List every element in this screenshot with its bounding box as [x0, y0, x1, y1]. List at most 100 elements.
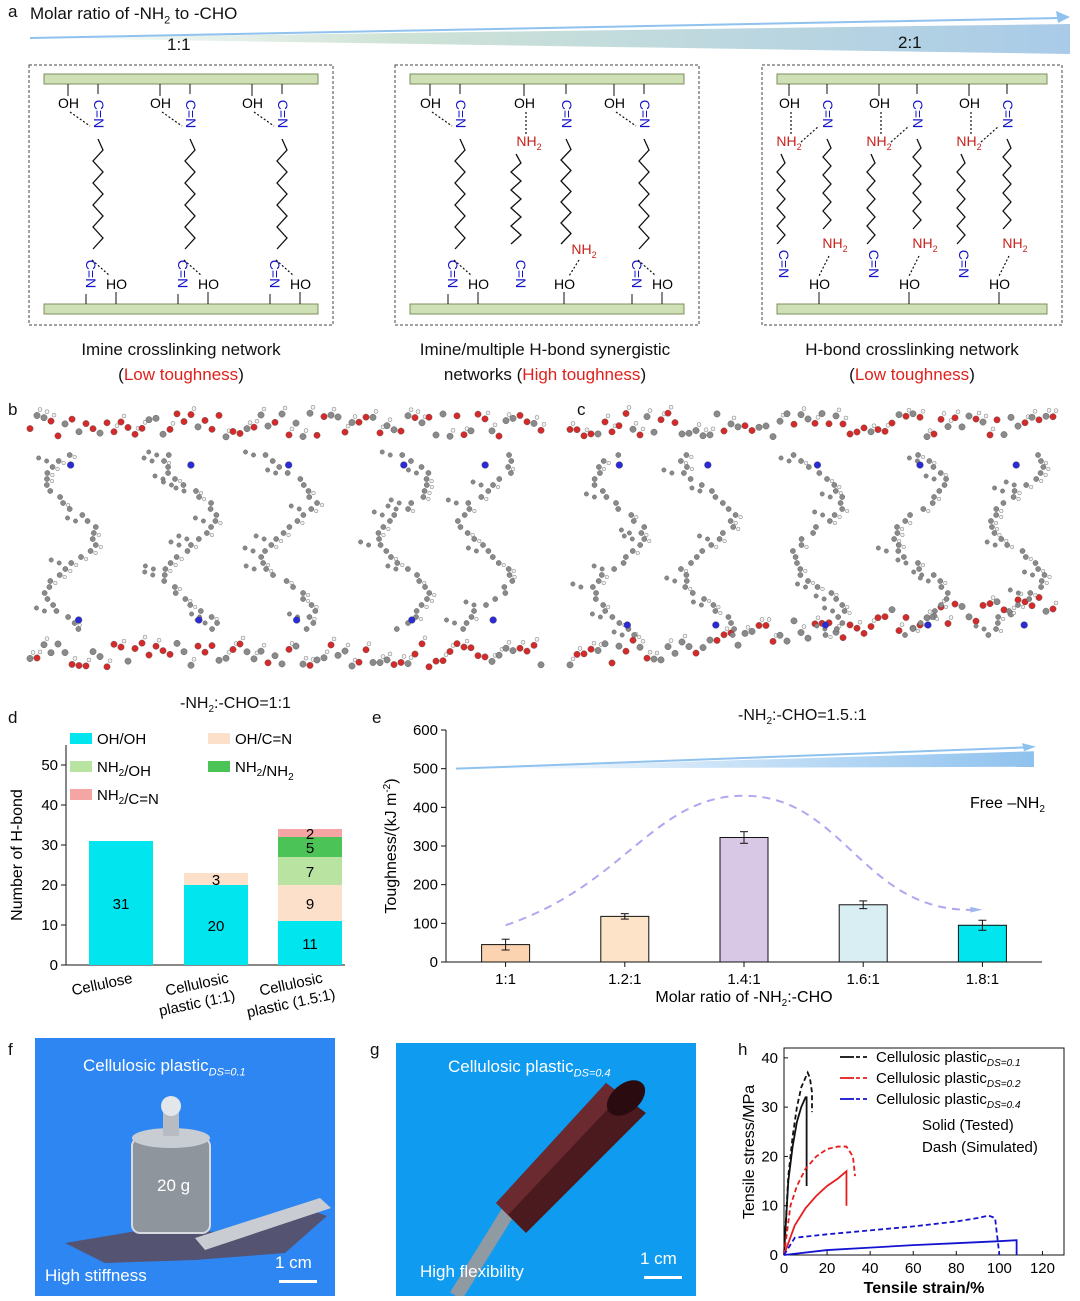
y-tick-label: 50	[41, 757, 58, 774]
atom-h	[847, 610, 852, 615]
y-tick-label: 500	[413, 761, 438, 778]
atom	[55, 458, 62, 464]
atom	[830, 608, 835, 614]
atom	[362, 413, 370, 421]
atom-h	[983, 413, 989, 419]
atom	[804, 415, 812, 423]
atom-h	[733, 520, 738, 525]
y-axis-label: Tensile stress/MPa	[741, 1085, 758, 1219]
atom-h	[606, 604, 611, 609]
atom-h	[331, 406, 337, 412]
atom	[1038, 458, 1044, 464]
atom-h	[836, 407, 842, 413]
atom-h	[1046, 466, 1051, 471]
atom	[413, 608, 420, 614]
atom	[716, 536, 723, 542]
atom-h	[718, 610, 723, 615]
atom	[636, 431, 644, 439]
atom	[150, 572, 156, 578]
atom	[729, 632, 736, 638]
atom	[678, 638, 686, 646]
atom	[320, 654, 328, 662]
atom	[1023, 482, 1030, 488]
atom	[464, 530, 471, 536]
y-tick-label: 40	[761, 1050, 778, 1067]
atom	[1011, 482, 1017, 488]
atom	[741, 422, 749, 430]
atom	[1019, 548, 1026, 554]
atom	[664, 409, 672, 417]
atom	[506, 452, 512, 458]
atom	[481, 415, 489, 423]
atom	[334, 413, 342, 421]
atom	[839, 420, 847, 428]
atom	[595, 578, 602, 584]
atom	[594, 430, 602, 438]
atom	[638, 530, 645, 536]
atom	[699, 548, 706, 554]
atom-h	[303, 428, 309, 433]
atom	[299, 433, 307, 440]
atom-h	[766, 617, 772, 622]
atom-h	[689, 455, 694, 460]
atom	[650, 655, 658, 663]
atom	[672, 578, 678, 584]
atom	[687, 476, 694, 482]
alkyl-chain	[184, 138, 196, 250]
atom-h	[601, 580, 606, 585]
atom	[287, 611, 292, 617]
atom	[250, 655, 258, 663]
atom	[598, 572, 605, 578]
atom	[708, 542, 715, 548]
atom	[1027, 590, 1034, 596]
y-axis-label: Toughness/(kJ m-2)	[382, 778, 400, 913]
atom	[923, 433, 931, 441]
atom	[689, 485, 695, 491]
atom	[212, 518, 219, 524]
atom	[33, 412, 41, 419]
alkyl-chain	[638, 138, 650, 250]
atom	[832, 412, 840, 420]
atom-h	[948, 615, 954, 620]
atom	[1007, 413, 1015, 421]
atom	[891, 536, 897, 542]
atom	[972, 415, 980, 423]
atom	[580, 432, 588, 440]
atom	[600, 602, 606, 608]
atom	[180, 418, 188, 425]
atom-h	[61, 460, 66, 465]
atom	[993, 512, 1000, 518]
atom	[471, 608, 477, 614]
atom	[471, 602, 477, 608]
atom-h	[605, 413, 611, 419]
atom-n	[1012, 461, 1020, 469]
atom	[902, 518, 909, 524]
atom-h	[935, 616, 940, 621]
atom-h	[703, 427, 709, 432]
atom	[937, 578, 944, 584]
atom-h	[647, 538, 652, 543]
hbond-dotted	[69, 111, 91, 127]
atom	[591, 476, 598, 482]
atom	[251, 566, 257, 572]
atom-h	[199, 490, 204, 495]
atom-h	[722, 538, 727, 543]
legend-label: Cellulosic plasticDS=0.1	[876, 1049, 1021, 1069]
atom	[168, 539, 174, 545]
atom-h	[432, 592, 437, 597]
top-backbone	[776, 73, 1048, 85]
atom	[824, 476, 830, 482]
atom-n	[1020, 621, 1028, 629]
atom-h	[990, 595, 996, 600]
atom	[300, 512, 307, 518]
atom	[622, 647, 630, 655]
atom-h	[464, 638, 470, 644]
atom-h	[121, 638, 127, 644]
atom-h	[429, 484, 434, 489]
atom	[853, 428, 861, 436]
atom-h	[86, 657, 92, 663]
atom	[213, 512, 220, 518]
label-ds04: Cellulosic plasticDS=0.4	[448, 1057, 611, 1080]
atom	[734, 641, 742, 649]
bar	[600, 915, 650, 963]
